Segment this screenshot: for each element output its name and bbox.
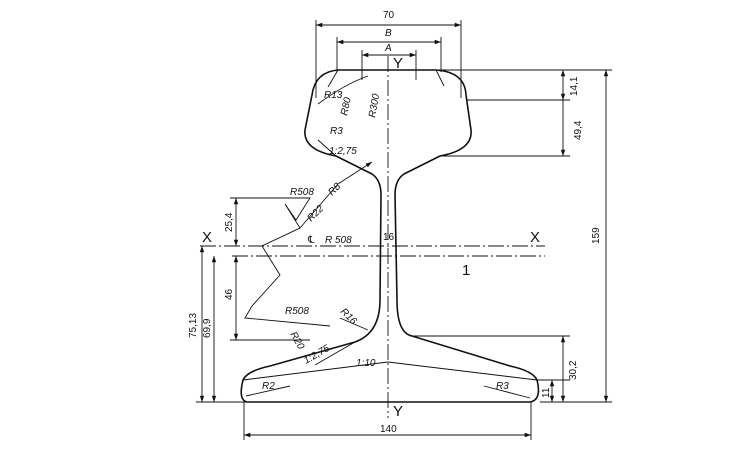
- dim-14: 14,1: [569, 76, 580, 96]
- label-r13: R13: [324, 90, 343, 101]
- dim-46: 46: [224, 288, 235, 300]
- dim-a: A: [384, 43, 392, 54]
- r508-zigzag: [244, 197, 331, 327]
- label-r2: R2: [262, 381, 275, 392]
- label-slope-10: 1:10: [356, 358, 376, 369]
- label-r3-foot: R3: [496, 381, 509, 392]
- r2-line: [245, 385, 291, 397]
- dim-b: B: [385, 28, 392, 39]
- dim-49: 49,4: [573, 120, 584, 140]
- label-r3-head: R3: [330, 126, 343, 137]
- dim-75: 75,13: [188, 313, 199, 338]
- label-slope-foot: 1:2,75: [302, 343, 332, 367]
- r80-arc-line: [317, 75, 369, 105]
- r16-line: [339, 317, 369, 331]
- label-r80: R80: [339, 96, 354, 117]
- dim-70: 70: [383, 10, 395, 21]
- dim-159: 159: [591, 227, 602, 244]
- web-thickness: 16: [383, 232, 395, 243]
- head-inner-line-left: [327, 69, 339, 88]
- dim-25: 25,4: [224, 212, 235, 232]
- r3-head-line: [317, 139, 337, 157]
- center-symbol: ℄: [307, 235, 315, 246]
- axis-x-left-label: X: [202, 229, 212, 246]
- axis-y-bottom-label: Y: [393, 403, 403, 420]
- label-slope-head: 1:2,75: [329, 146, 357, 157]
- r8-line: [337, 161, 373, 185]
- axis-y-top-label: Y: [393, 55, 403, 72]
- label-r22: R22: [305, 203, 326, 224]
- label-1: 1: [462, 262, 470, 279]
- r22-line: [299, 183, 339, 229]
- label-r508-center: R 508: [325, 235, 352, 246]
- dim-140: 140: [380, 424, 397, 435]
- axis-x-right-label: X: [530, 229, 540, 246]
- label-r508-bottom: R508: [285, 306, 309, 317]
- label-r16: R16: [338, 306, 359, 327]
- label-r508-top: R508: [290, 187, 314, 198]
- dim-11: 11: [541, 387, 552, 398]
- r20-line: [314, 341, 356, 366]
- dim-69: 69,9: [202, 318, 213, 338]
- label-r20: R20: [287, 330, 306, 352]
- foot-slope-line-left: [242, 361, 389, 381]
- dim-30: 30,2: [568, 360, 579, 380]
- label-r8: R8: [326, 181, 343, 198]
- r3-foot-line: [483, 385, 531, 399]
- head-inner-line-right: [435, 69, 445, 87]
- foot-slope-line-right: [387, 361, 538, 381]
- label-r300: R300: [367, 93, 382, 119]
